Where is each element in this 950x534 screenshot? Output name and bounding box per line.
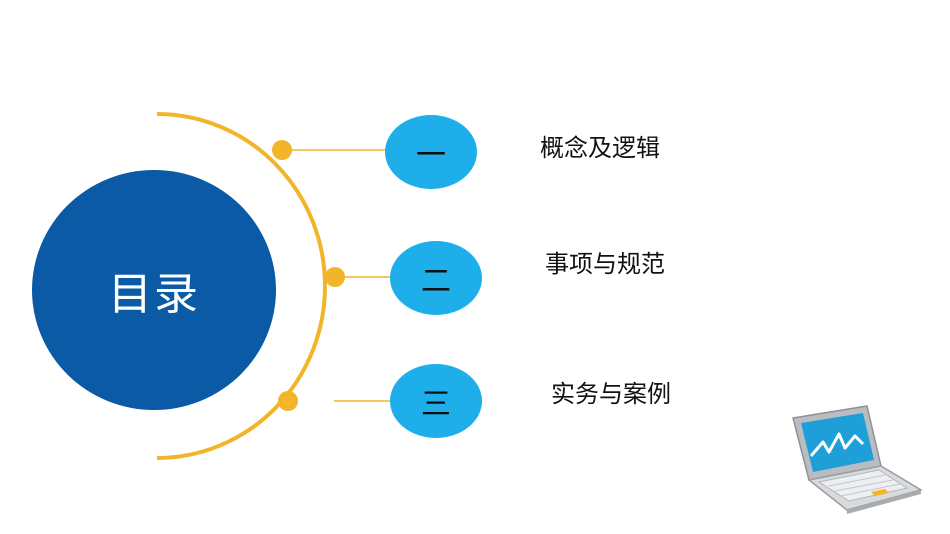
item-number-badge-3: 三 (390, 364, 482, 438)
toc-title-circle: 目录 (32, 170, 276, 410)
item-number-1: 一 (416, 138, 446, 173)
laptop-chart-icon (792, 405, 923, 514)
toc-title: 目录 (108, 269, 200, 320)
connector-dot-2 (325, 267, 345, 287)
connector-dot-1 (272, 140, 292, 160)
orange-arc (156, 112, 327, 460)
item-label-3: 实务与案例 (551, 380, 671, 408)
item-label-2: 事项与规范 (545, 250, 665, 278)
item-number-badge-2: 二 (390, 241, 482, 315)
item-label-1: 概念及逻辑 (540, 134, 660, 162)
item-number-badge-1: 一 (385, 115, 477, 189)
connector-dot-3 (278, 391, 298, 411)
item-number-3: 三 (421, 387, 451, 422)
item-number-2: 二 (421, 264, 451, 299)
